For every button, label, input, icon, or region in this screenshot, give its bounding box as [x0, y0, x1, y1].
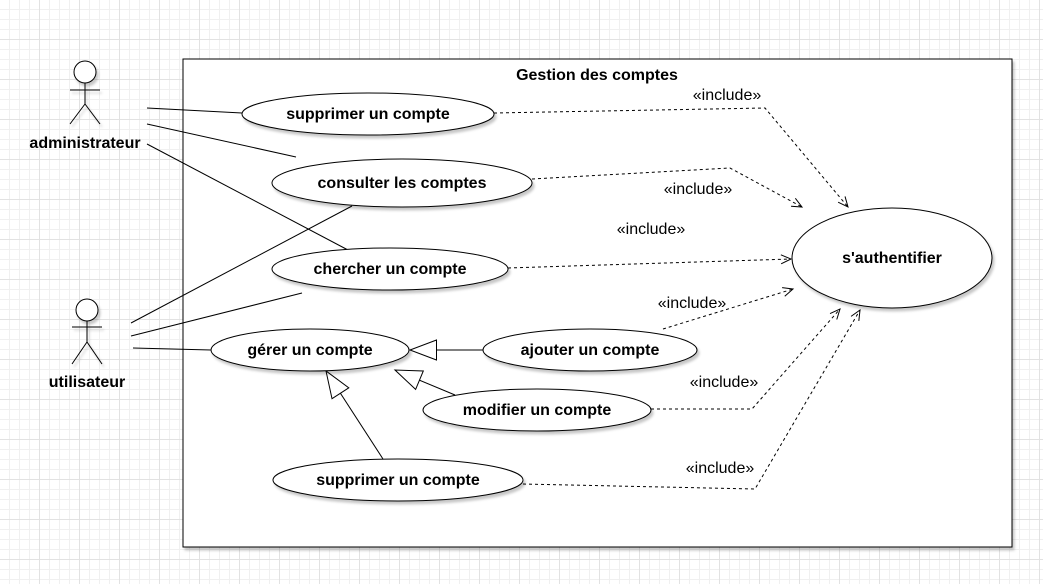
include-arrow[interactable]	[531, 167, 804, 208]
include-edge-supprimer-un-compte-2[interactable]: «include»	[522, 308, 861, 490]
use-case-gerer-un-compte[interactable]: gérer un compte	[210, 328, 410, 372]
include-label: «include»	[664, 181, 733, 198]
association-utilisateur-chercher-un-compte[interactable]	[130, 292, 303, 337]
include-edge-chercher-un-compte[interactable]: «include»	[507, 221, 793, 269]
actor-head	[73, 60, 97, 84]
include-arrow[interactable]	[507, 254, 793, 269]
use-case-label: consulter les comptes	[318, 175, 487, 192]
use-case-ellipse[interactable]	[271, 247, 509, 291]
use-case-label: supprimer un compte	[286, 106, 450, 123]
include-edge-ajouter-un-compte[interactable]: «include»	[658, 287, 795, 330]
use-case-ellipse[interactable]	[271, 158, 533, 208]
use-case-supprimer-un-compte[interactable]: supprimer un compte	[241, 92, 495, 136]
actor-stick-figure-icon	[69, 60, 101, 125]
actor-utilisateur[interactable]: utilisateur	[49, 298, 125, 391]
association-administrateur-consulter-les-comptes[interactable]	[146, 123, 297, 158]
actor-administrateur[interactable]: administrateur	[29, 60, 141, 152]
association-utilisateur-gerer-un-compte[interactable]	[132, 347, 212, 351]
generalization-modifier-to-gerer[interactable]	[393, 369, 456, 396]
include-label: «include»	[690, 374, 759, 391]
include-label: «include»	[658, 295, 727, 312]
use-case-label: supprimer un compte	[316, 472, 480, 489]
use-case-ellipse[interactable]	[272, 458, 524, 502]
include-arrow[interactable]	[493, 107, 849, 208]
use-case-label: gérer un compte	[247, 342, 372, 359]
use-case-s-authentifier[interactable]: s'authentifier	[791, 207, 993, 309]
use-case-ellipse[interactable]	[422, 388, 652, 432]
use-case-ellipse[interactable]	[241, 92, 495, 136]
association-utilisateur-consulter-les-comptes[interactable]	[130, 205, 353, 324]
use-case-label: chercher un compte	[314, 261, 467, 278]
use-case-supprimer-un-compte-2[interactable]: supprimer un compte	[272, 458, 524, 502]
association-administrateur-supprimer-un-compte[interactable]	[146, 107, 243, 114]
include-edge-supprimer-un-compte[interactable]: «include»	[493, 87, 849, 208]
include-label: «include»	[686, 460, 755, 477]
use-case-ellipse[interactable]	[210, 328, 410, 372]
actor-label: administrateur	[29, 135, 140, 152]
use-case-consulter-les-comptes[interactable]: consulter les comptes	[271, 158, 533, 208]
include-arrow[interactable]	[662, 287, 795, 330]
association-administrateur-chercher-un-compte[interactable]	[146, 143, 349, 251]
generalizations	[325, 339, 483, 460]
actor-head	[75, 298, 99, 322]
generalization-supprimer-to-gerer[interactable]	[325, 369, 384, 460]
use-case-ajouter-un-compte[interactable]: ajouter un compte	[482, 328, 698, 372]
use-case-ellipse[interactable]	[791, 207, 993, 309]
use-case-modifier-un-compte[interactable]: modifier un compte	[422, 388, 652, 432]
include-label: «include»	[693, 87, 762, 104]
include-label: «include»	[617, 221, 686, 238]
use-case-label: s'authentifier	[842, 250, 942, 267]
actor-body	[71, 321, 103, 365]
system-title: Gestion des comptes	[516, 67, 678, 84]
use-case-ellipse[interactable]	[482, 328, 698, 372]
include-edge-modifier-un-compte[interactable]: «include»	[651, 308, 841, 410]
actor-label: utilisateur	[49, 374, 125, 391]
actor-body	[69, 83, 101, 125]
use-case-label: ajouter un compte	[521, 342, 660, 359]
include-edge-consulter-les-comptes[interactable]: «include»	[531, 167, 804, 208]
use-case-label: modifier un compte	[463, 402, 612, 419]
actor-stick-figure-icon	[71, 298, 103, 365]
associations	[130, 107, 353, 351]
use-case-chercher-un-compte[interactable]: chercher un compte	[271, 247, 509, 291]
